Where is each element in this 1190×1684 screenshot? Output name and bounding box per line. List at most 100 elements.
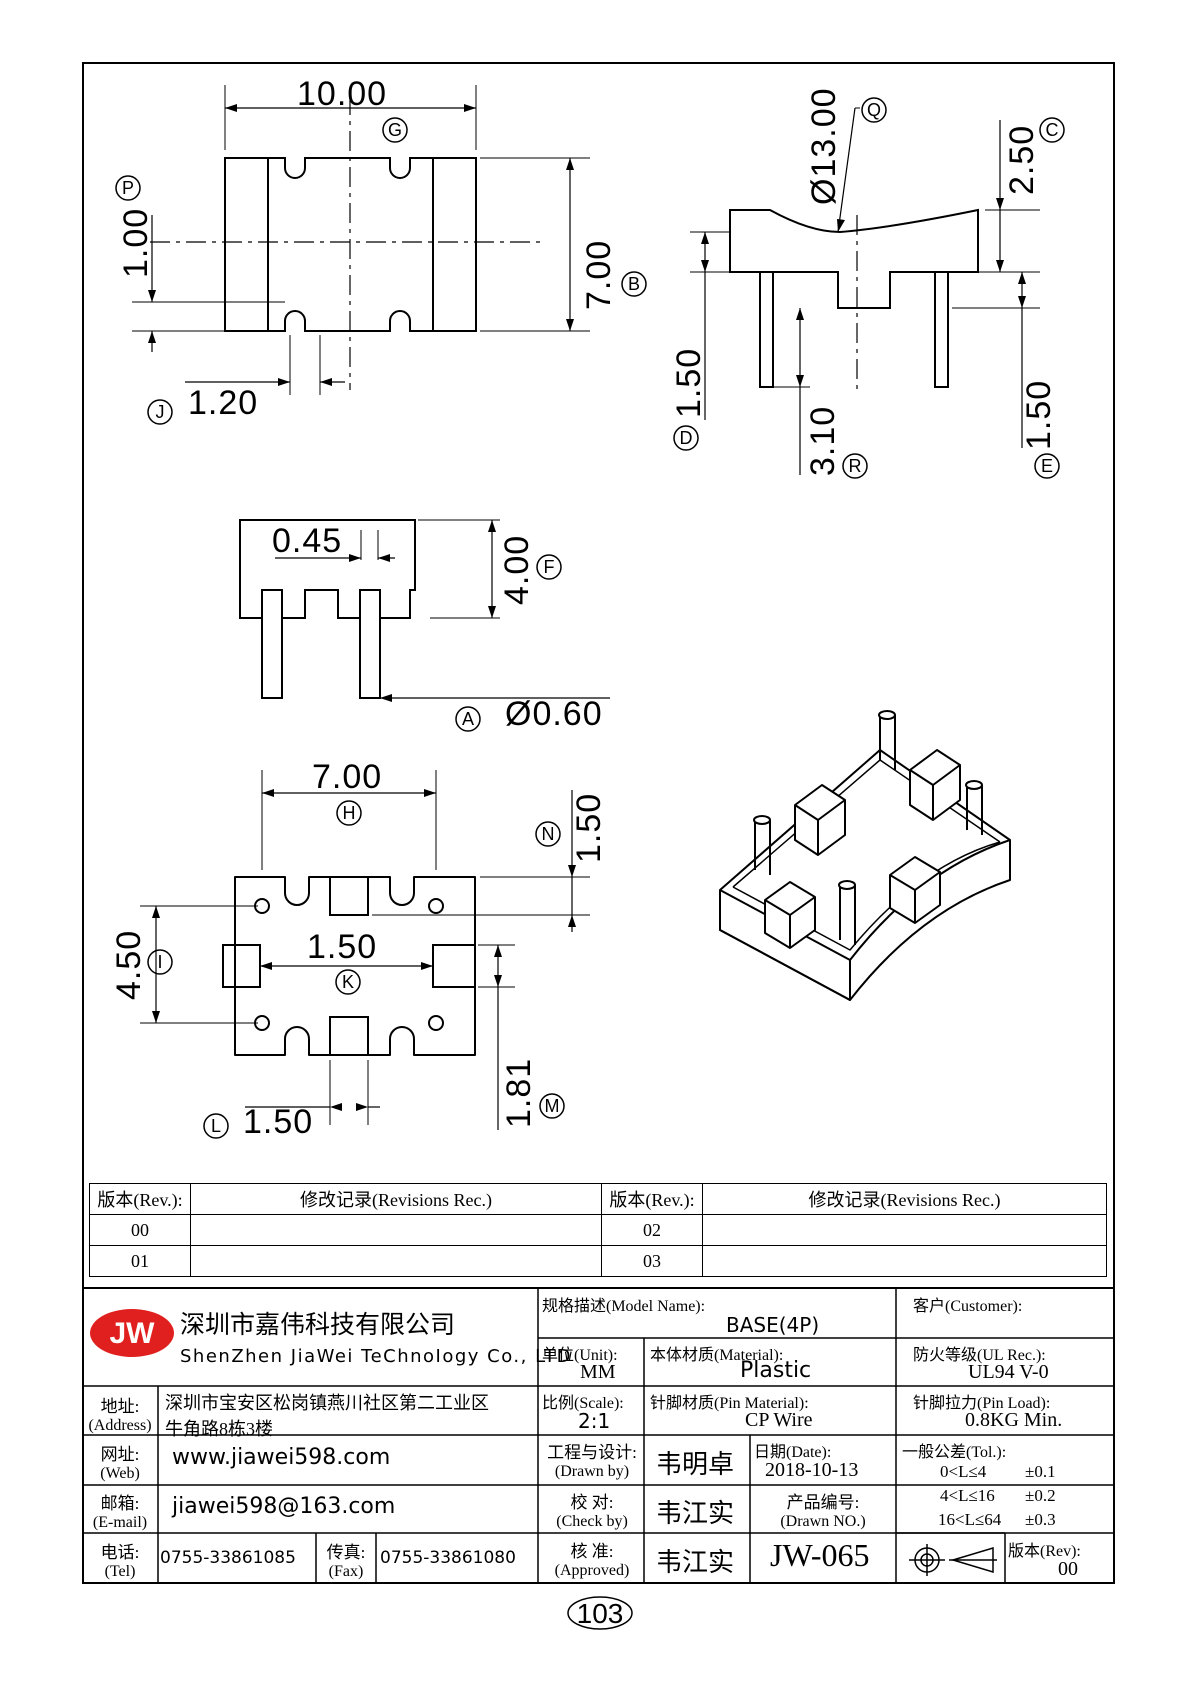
drawn-label-cn: 工程与设计: — [547, 1443, 637, 1462]
web-label-cn: 网址: — [100, 1445, 140, 1464]
drawn-label: 工程与设计: (Drawn by) — [540, 1438, 644, 1481]
email-label: 邮箱: (E-mail) — [84, 1489, 156, 1532]
drawing-frame — [82, 62, 1115, 1584]
check-by-value: 韦江实 — [656, 1499, 735, 1528]
rev-record — [702, 1245, 1107, 1277]
side-view — [673, 97, 1065, 479]
dim-top-height: 7.00 — [580, 240, 618, 310]
check-label-cn: 校 对: — [570, 1493, 614, 1512]
address-label: 地址: (Address) — [84, 1392, 156, 1435]
address-value: 深圳市宝安区松岗镇燕川社区第二工业区 牛角路8栋3楼 — [165, 1389, 489, 1441]
dim-side-center: 3.10 — [804, 406, 842, 476]
customer-label: 客户(Customer): — [913, 1298, 1023, 1315]
material-label: 本体材质(Material): — [650, 1347, 784, 1364]
drawn-no-label: 产品编号: (Drawn NO.) — [752, 1488, 894, 1531]
unit-label: 单位(Unit): — [542, 1347, 618, 1364]
pin-load-value: 0.8KG Min. — [965, 1409, 1063, 1431]
email-label-cn: 邮箱: — [100, 1494, 140, 1513]
callout-d: D — [680, 428, 693, 448]
fax-label: 传真: (Fax) — [318, 1538, 374, 1581]
dim-bottom-pad: 1.50 — [243, 1103, 313, 1141]
scale-value: 2:1 — [578, 1409, 611, 1433]
callout-n: N — [542, 824, 555, 844]
approved-label: 核 准: (Approved) — [540, 1537, 644, 1580]
logo-text: JW — [110, 1317, 156, 1350]
address-label-en: (Address) — [88, 1417, 152, 1434]
approved-by-value: 韦江实 — [656, 1548, 735, 1577]
scale-label: 比例(Scale): — [542, 1395, 624, 1412]
dim-bottom-row: 4.50 — [110, 930, 148, 1000]
check-label: 校 对: (Check by) — [540, 1488, 644, 1531]
fax-value: 0755-33861080 — [380, 1548, 516, 1568]
tolerance-range: 0<L≤4 — [940, 1462, 987, 1481]
drawn-label-en: (Drawn by) — [554, 1463, 630, 1480]
callout-i: I — [157, 952, 162, 972]
dim-top-notch: 1.20 — [188, 384, 258, 422]
model-value: BASE(4P) — [726, 1313, 820, 1337]
callout-j: J — [156, 402, 165, 422]
callout-p: P — [122, 178, 134, 198]
bottom-view — [140, 770, 590, 1139]
callout-f: F — [544, 557, 555, 577]
approved-label-en: (Approved) — [554, 1562, 630, 1579]
drawn-by-value: 韦明卓 — [656, 1450, 735, 1479]
tel-label-en: (Tel) — [104, 1563, 136, 1580]
callout-a: A — [462, 709, 474, 729]
callout-g: G — [388, 120, 402, 140]
tel-value: 0755-33861085 — [160, 1548, 296, 1568]
callout-h: H — [343, 803, 356, 823]
rev-record — [190, 1245, 602, 1277]
web-value[interactable]: www.jiawei598.com — [172, 1445, 391, 1470]
address-label-cn: 地址: — [100, 1397, 140, 1416]
drawing-views: 10.00 7.00 1.00 1.20 Ø13.00 2.50 1.50 1.… — [110, 75, 1065, 1141]
callout-e: E — [1041, 456, 1053, 476]
tolerance-label: 一般公差(Tol.): — [902, 1444, 1007, 1461]
projection-symbol-icon — [905, 1540, 1001, 1580]
company-name-cn: 深圳市嘉伟科技有限公司 — [180, 1310, 456, 1339]
rev-header: 版本(Rev.): — [601, 1183, 703, 1215]
rev-record — [702, 1214, 1107, 1246]
dim-bottom-slot: 1.50 — [307, 928, 377, 966]
callout-b: B — [628, 274, 640, 294]
page-number-text: 103 — [577, 1598, 624, 1629]
page-number: 103 — [565, 1593, 635, 1633]
web-label-en: (Web) — [100, 1465, 140, 1482]
check-label-en: (Check by) — [556, 1513, 628, 1530]
tolerance-value: ±0.2 — [1025, 1486, 1056, 1505]
email-value[interactable]: jiawei598@163.com — [172, 1494, 396, 1519]
rev-label: 版本(Rev): — [1008, 1543, 1081, 1560]
fax-label-cn: 传真: — [326, 1543, 366, 1562]
callout-q: Q — [867, 100, 881, 120]
callout-c: C — [1046, 120, 1059, 140]
rev-number: 02 — [601, 1214, 703, 1246]
drawn-no-label-en: (Drawn NO.) — [780, 1513, 866, 1530]
callout-m: M — [545, 1096, 560, 1116]
drawn-no-value: JW-065 — [770, 1537, 870, 1573]
dim-side-top: 2.50 — [1003, 125, 1041, 195]
tolerance-range: 4<L≤16 — [940, 1486, 995, 1505]
callout-l: L — [211, 1116, 221, 1136]
unit-value: MM — [580, 1361, 616, 1383]
drawn-no-label-cn: 产品编号: — [786, 1493, 860, 1512]
pin-load-label: 针脚拉力(Pin Load): — [913, 1395, 1051, 1412]
date-value: 2018-10-13 — [765, 1459, 859, 1481]
fax-label-en: (Fax) — [328, 1563, 364, 1580]
material-value: Plastic — [740, 1358, 812, 1383]
tel-label: 电话: (Tel) — [84, 1538, 156, 1581]
ul-label: 防火等级(UL Rec.): — [913, 1347, 1046, 1364]
email-label-en: (E-mail) — [92, 1514, 148, 1531]
rev-value: 00 — [1058, 1558, 1078, 1580]
pin-material-value: CP Wire — [745, 1409, 813, 1431]
rev-number: 00 — [89, 1214, 191, 1246]
callout-k: K — [342, 972, 354, 992]
model-label: 规格描述(Model Name): — [542, 1298, 706, 1315]
rev-rec-header: 修改记录(Revisions Rec.) — [190, 1183, 602, 1215]
dim-top-slot: 1.00 — [117, 208, 155, 278]
rev-rec-header: 修改记录(Revisions Rec.) — [702, 1183, 1107, 1215]
dim-front-slot: 0.45 — [272, 522, 342, 560]
company-name-en: ShenZhen JiaWei TeChnoIogy Co., LTD — [180, 1346, 573, 1367]
revision-table: 版本(Rev.): 修改记录(Revisions Rec.) 版本(Rev.):… — [89, 1183, 1107, 1277]
tolerance-value: ±0.1 — [1025, 1462, 1056, 1481]
rev-number: 03 — [601, 1245, 703, 1277]
web-label: 网址: (Web) — [84, 1440, 156, 1483]
